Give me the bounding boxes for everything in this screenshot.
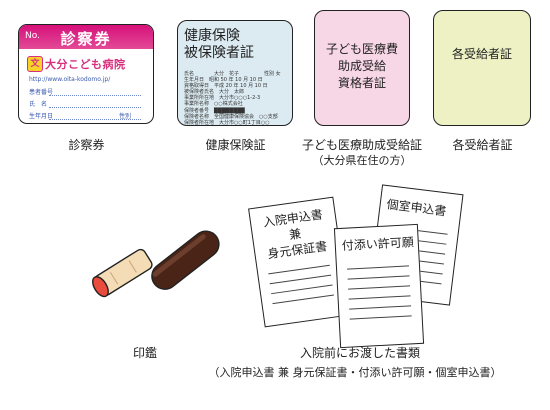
- field-line: [49, 107, 141, 108]
- hospital-logo-icon: 文: [27, 56, 43, 72]
- doc-line: [272, 294, 334, 305]
- insurance-row: 被保険者氏名 大分 太郎: [184, 89, 245, 95]
- sex-label: 性別: [119, 113, 132, 120]
- health-insurance-caption: 健康保険証: [205, 138, 266, 152]
- seal-caption: 印鑑: [132, 346, 157, 360]
- doc-line: [347, 265, 410, 270]
- recipient-certificate-card: 各受給者証: [433, 10, 531, 126]
- child-medical-caption: 子ども医療助成受給証: [301, 138, 422, 152]
- insurance-title-line1: 健康保険: [184, 28, 240, 44]
- child-medical-line1: 子ども医療費: [325, 42, 398, 56]
- insurance-row: 氏名 大分 花子 性別 女: [184, 71, 281, 77]
- card-number-label: No.: [25, 31, 40, 41]
- attendance-permission-document: 付添い許可願: [333, 223, 425, 349]
- field-line: [49, 95, 141, 96]
- card-header-band: No. 診察券: [19, 25, 153, 49]
- doc-line: [268, 264, 330, 275]
- patient-number-label: 患者番号: [29, 89, 54, 96]
- attendance-doc-title: 付添い許可願: [341, 235, 415, 253]
- seal-icon: [92, 230, 220, 298]
- child-medical-line2: 助成受給: [337, 59, 386, 73]
- admission-application-document: 入院申込書 兼 身元保証書: [248, 196, 350, 328]
- recipient-card-label: 各受給者証: [451, 47, 512, 61]
- documents-subcaption: （入院申込書 兼 身元保証書・付添い許可願・個室申込書）: [208, 366, 502, 379]
- doc-line: [348, 295, 411, 300]
- shinsatsuken-card: No. 診察券 文 大分こども病院 http://www.oita-kodomo…: [18, 24, 154, 124]
- field-line: [49, 119, 141, 120]
- health-insurance-card: 健康保険 被保険者証 氏名 大分 花子 性別 女 生年月日 昭和 50 年 10…: [177, 20, 293, 126]
- insurance-title-line2: 被保険者証: [184, 45, 254, 61]
- hospital-name: 大分こども病院: [45, 58, 126, 71]
- documents-caption: 入院前にお渡した書類: [299, 346, 420, 360]
- doc-line: [347, 275, 410, 280]
- child-medical-card-text: 子ども医療費 助成受給 資格者証: [315, 41, 409, 92]
- recipient-certificate-caption: 各受給者証: [452, 138, 513, 152]
- insurance-row: 事業所名称 ○○株式会社: [184, 101, 243, 107]
- doc-line: [269, 274, 332, 285]
- doc-line: [349, 305, 412, 310]
- insurance-row: 生年月日 昭和 50 年 10 月 10 日: [184, 77, 263, 83]
- hospital-url: http://www.oita-kodomo.jp/: [29, 76, 111, 83]
- child-medical-subcaption: （大分県在住の方）: [312, 154, 412, 167]
- insurance-row: 資格取得日 平成 20 年 10 月 10 日: [184, 83, 268, 89]
- insurance-row: 事業所所在地 大分市○○○1-2-3: [184, 95, 261, 101]
- doc-line: [348, 285, 411, 290]
- insurance-row: 保険者番号 ████████: [184, 108, 245, 114]
- doc-line: [349, 315, 412, 320]
- insurance-row: 保険者所在地 大分市○○町1丁目○○: [184, 120, 270, 126]
- shinsatsuken-caption: 診察券: [68, 138, 105, 152]
- hospital-logo: 文 大分こども病院: [27, 55, 145, 73]
- child-medical-line3: 資格者証: [337, 76, 386, 90]
- child-medical-subsidy-card: 子ども医療費 助成受給 資格者証: [314, 10, 410, 126]
- insurance-card-title: 健康保険 被保険者証: [184, 28, 254, 62]
- private-room-doc-title: 個室申込書: [385, 197, 448, 219]
- doc-line: [271, 284, 333, 295]
- card-header-title: 診察券: [60, 30, 112, 48]
- admission-doc-title: 入院申込書 兼 身元保証書: [254, 205, 336, 263]
- patient-name-label: 氏 名: [29, 101, 48, 108]
- insurance-row: 保険者名称 全国健康保険協会 ○○支部: [184, 114, 278, 120]
- birthdate-label: 生年月日: [29, 113, 54, 120]
